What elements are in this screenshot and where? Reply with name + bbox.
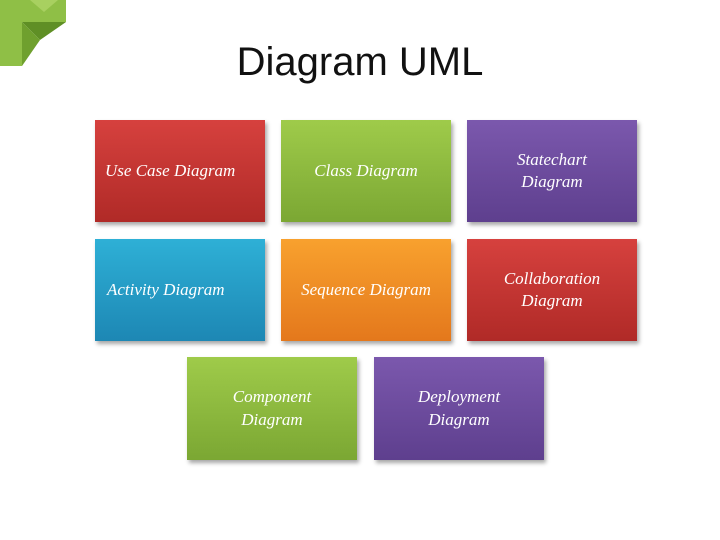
slide-title: Diagram UML — [236, 40, 484, 84]
tile-activity-diagram: Activity Diagram — [95, 239, 265, 341]
tile-label: Activity Diagram — [107, 279, 225, 299]
tile-use-case-diagram: Use Case Diagram — [95, 120, 265, 222]
tile-label: Sequence Diagram — [301, 279, 431, 299]
tile-label: Collaboration Diagram — [503, 268, 601, 310]
corner-arrow-decoration — [0, 0, 66, 66]
tile-label: Use Case Diagram — [105, 160, 236, 180]
tile-label: Class Diagram — [314, 160, 418, 180]
tile-label: Deployment Diagram — [417, 387, 501, 429]
tile-deployment-diagram: Deployment Diagram — [374, 357, 544, 460]
tile-class-diagram: Class Diagram — [281, 120, 451, 222]
tile-component-diagram: Component Diagram — [187, 357, 357, 460]
tile-label: Component Diagram — [232, 387, 312, 429]
tile-label: Statechart Diagram — [517, 149, 587, 191]
tile-collaboration-diagram: Collaboration Diagram — [467, 239, 637, 341]
tile-statechart-diagram: Statechart Diagram — [467, 120, 637, 222]
tile-sequence-diagram: Sequence Diagram — [281, 239, 451, 341]
